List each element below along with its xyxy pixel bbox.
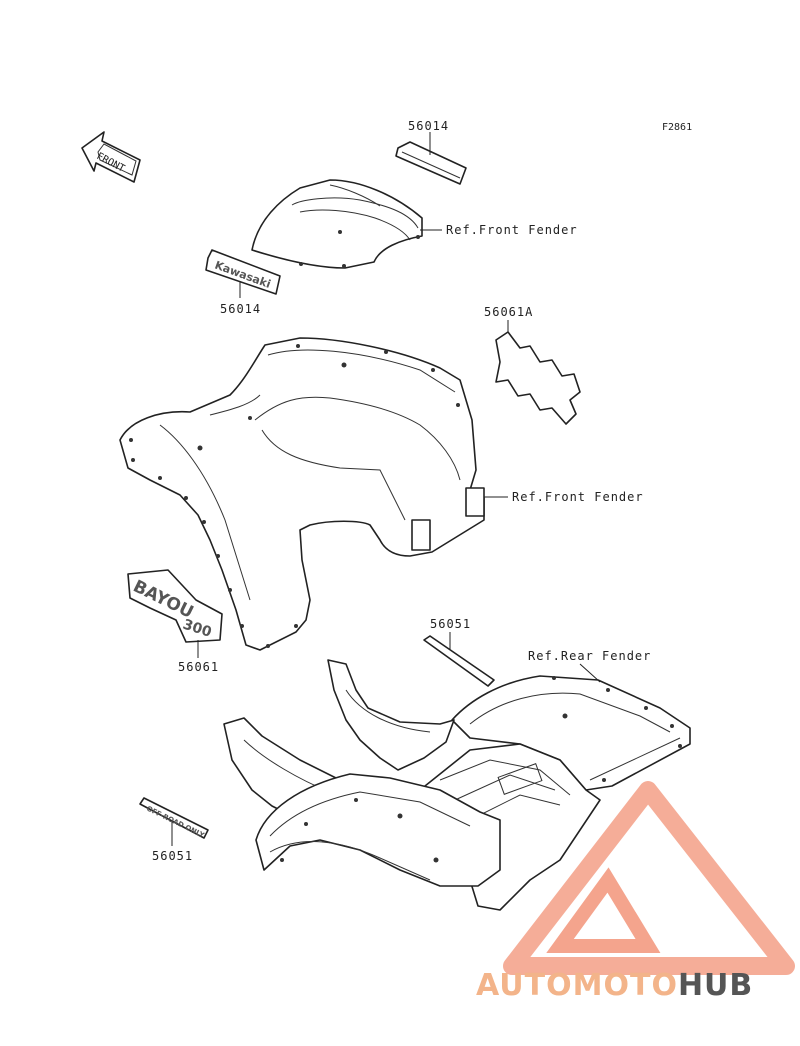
long-strip-decal: OFF-ROAD ONLY [139, 797, 209, 840]
watermark-text-secondary: HUB [678, 968, 753, 1003]
wavy-decal [495, 331, 581, 425]
top-decal-strip [395, 141, 467, 185]
callout-c4: 56061 [178, 660, 219, 674]
thin-strip-decal [423, 635, 495, 687]
bayou-decal: BAYOU 300 [127, 569, 223, 643]
strip-decal-text: OFF-ROAD ONLY [145, 805, 206, 840]
ref-r1: Ref.Front Fender [446, 223, 578, 237]
callout-c3: 56061A [484, 305, 533, 319]
figure-code: F2861 [662, 122, 692, 133]
ref-r2: Ref.Front Fender [512, 490, 644, 504]
front-cover-part [251, 179, 423, 269]
callout-c2: 56014 [220, 302, 261, 316]
kawasaki-decal: Kawasaki [205, 249, 281, 295]
front-fender-part [119, 337, 485, 651]
callout-c5: 56051 [430, 617, 471, 631]
ref-r3: Ref.Rear Fender [528, 649, 651, 663]
watermark-logo: AUTOMOTOHUB [476, 781, 795, 1003]
rear-fender-part [223, 659, 691, 911]
watermark-triangle-icon [503, 781, 795, 975]
callout-c6: 56051 [152, 849, 193, 863]
front-arrow-icon: FRONT [81, 131, 141, 183]
leader-r3 [579, 663, 601, 683]
watermark-text: AUTOMOTOHUB [476, 968, 753, 1003]
callout-c1: 56014 [408, 119, 449, 133]
watermark-text-primary: AUTOMOTO [476, 968, 678, 1003]
